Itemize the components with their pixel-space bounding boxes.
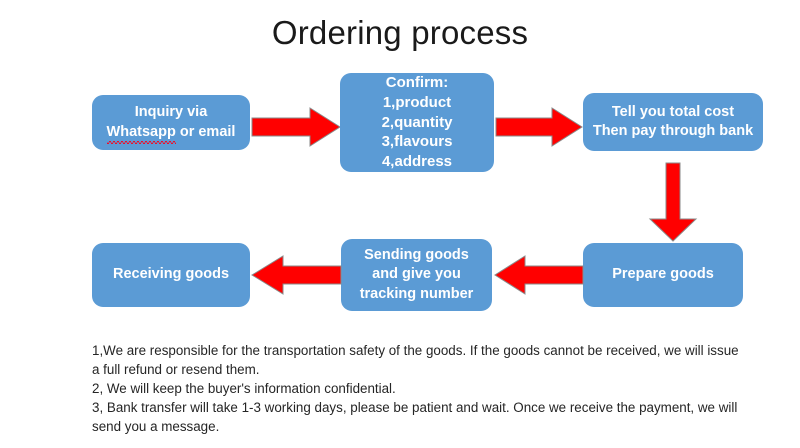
node-prepare-goods-line-1: Prepare goods [612, 266, 714, 283]
arrow-sending-goods-to-receiving-goods [251, 255, 342, 295]
node-confirm[interactable]: Confirm: 1,product 2,quantity 3,flavours… [340, 73, 494, 172]
arrow-total-cost-to-prepare-goods [648, 162, 698, 242]
node-total-cost-line-2: Then pay through bank [592, 123, 754, 139]
node-sending-goods-line-1: Sending goods [364, 247, 469, 264]
node-receiving-goods-line-1: Receiving goods [112, 266, 230, 283]
node-confirm-line-1: Confirm: [385, 74, 449, 92]
node-confirm-line-2: 1,product [382, 93, 452, 111]
notes-block: 1,We are responsible for the transportat… [92, 341, 742, 436]
node-inquiry-line-2: Whatsapp or email [98, 123, 244, 144]
node-prepare-goods[interactable]: Prepare goods [583, 243, 743, 307]
node-sending-goods-line-3: tracking number [359, 285, 474, 302]
note-item-3: 3, Bank transfer will take 1-3 working d… [92, 400, 738, 435]
node-sending-goods-line-2: and give you [372, 266, 461, 283]
node-inquiry-line-1: Inquiry via [134, 104, 208, 121]
node-confirm-line-5: 4,address [381, 153, 453, 171]
node-confirm-line-4: 3,flavours [381, 133, 453, 151]
node-total-cost-line-1: Tell you total cost [611, 103, 735, 120]
node-receiving-goods[interactable]: Receiving goods [92, 243, 250, 307]
misspelled-word: Whatsapp [106, 123, 177, 144]
arrow-inquiry-to-confirm [251, 107, 341, 147]
node-confirm-line-3: 2,quantity [381, 113, 453, 131]
note-item-1: 1,We are responsible for the transportat… [92, 343, 739, 378]
page-title: Ordering process [271, 14, 529, 51]
node-total-cost[interactable]: Tell you total cost Then pay through ban… [583, 93, 763, 151]
note-item-2: 2, We will keep the buyer's information … [92, 381, 396, 397]
arrow-confirm-to-total-cost [495, 107, 583, 147]
node-sending-goods[interactable]: Sending goods and give you tracking numb… [341, 239, 492, 311]
node-inquiry[interactable]: Inquiry via Whatsapp or email [92, 95, 250, 150]
arrow-prepare-goods-to-sending-goods [494, 255, 584, 295]
